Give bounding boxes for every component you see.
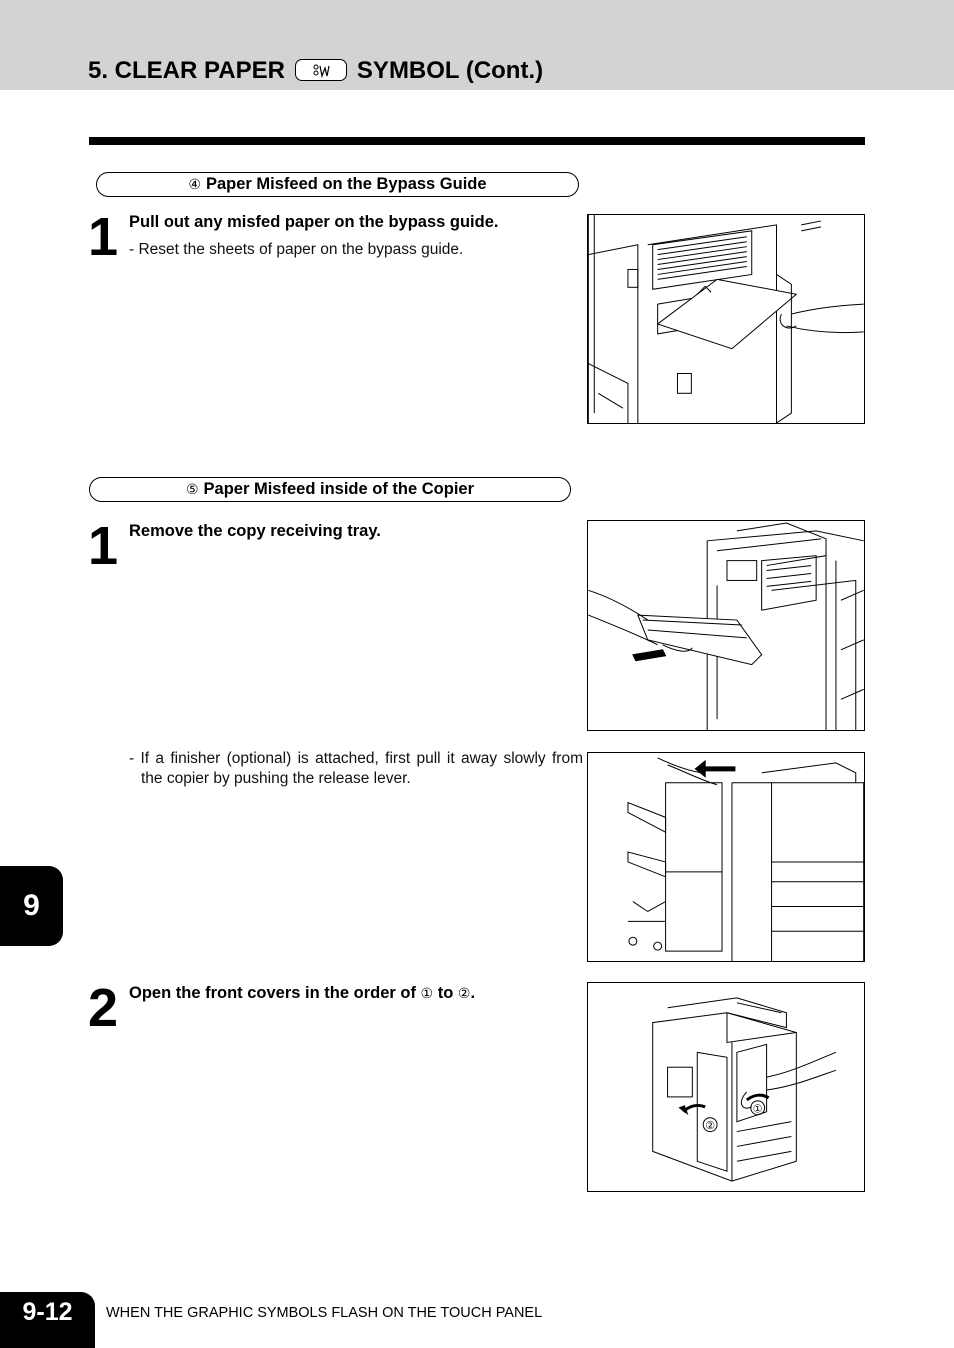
step-text-a: Open the front covers in the order of (129, 984, 416, 1002)
page-number: 9-12 (0, 1292, 95, 1348)
finisher-illustration (587, 752, 865, 962)
step-instruction: Pull out any misfed paper on the bypass … (129, 213, 499, 231)
step-text-c: . (470, 984, 476, 1002)
step-instruction: Remove the copy receiving tray. (129, 522, 381, 540)
title-suffix: SYMBOL (Cont.) (356, 57, 544, 84)
footer-text: WHEN THE GRAPHIC SYMBOLS FLASH ON THE TO… (106, 1305, 543, 1321)
front-covers-illustration: ① ② (587, 982, 865, 1192)
step-note: - If a finisher (optional) is attached, … (129, 750, 583, 787)
circled-number-1: ① (420, 985, 434, 1001)
page-title: 5. CLEAR PAPER SYMBOL (Cont.) (88, 56, 543, 86)
step-text-b: to (437, 984, 454, 1002)
step-number: 1 (88, 207, 119, 267)
step-number: 2 (88, 978, 119, 1038)
step-number: 1 (88, 516, 119, 576)
section-heading-inside-copier: ⑤ Paper Misfeed inside of the Copier (89, 477, 571, 502)
section-title: Paper Misfeed inside of the Copier (203, 480, 475, 498)
section-heading-bypass-guide: ④ Paper Misfeed on the Bypass Guide (96, 172, 579, 197)
circled-number-2: ② (457, 985, 471, 1001)
receiving-tray-illustration (587, 520, 865, 731)
chapter-tab: 9 (0, 866, 63, 946)
figure-label-1: ① (753, 1103, 763, 1115)
title-prefix: 5. CLEAR PAPER (88, 57, 285, 84)
section-number: ⑤ (185, 481, 199, 497)
step-note: - Reset the sheets of paper on the bypas… (129, 241, 464, 258)
step-instruction: Open the front covers in the order of ① … (129, 984, 475, 1003)
section-number: ④ (188, 176, 201, 192)
paper-misfeed-icon (294, 59, 347, 81)
bypass-guide-illustration (587, 214, 865, 424)
header-band (0, 0, 954, 90)
figure-label-2: ② (705, 1120, 715, 1132)
section-title: Paper Misfeed on the Bypass Guide (205, 175, 487, 193)
section-rule (89, 137, 865, 145)
